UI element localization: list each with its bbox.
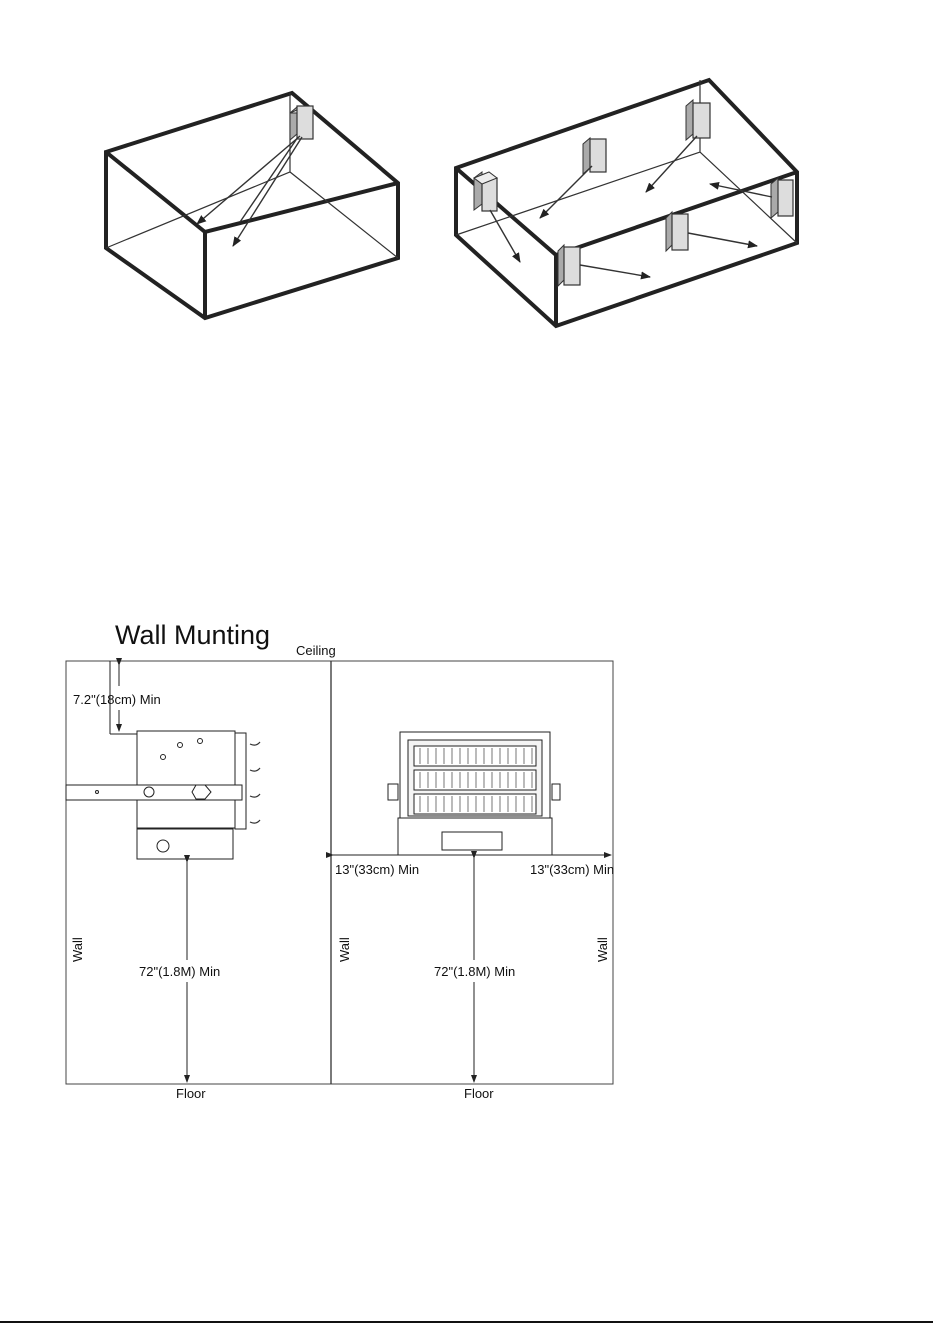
airflow-arrows [490, 136, 772, 277]
side-clearance-label-left: 13"(33cm) Min [335, 862, 419, 877]
room-outline-large [456, 80, 797, 326]
ceiling-clearance-dimension: 7.2"(18cm) Min [73, 665, 161, 731]
floor-clearance-label-right: 72"(1.8M) Min [434, 964, 515, 979]
room-inner-edges-large [456, 80, 797, 243]
ceiling-clearance-label: 7.2"(18cm) Min [73, 692, 161, 707]
side-clearance-label-right: 13"(33cm) Min [530, 862, 614, 877]
heater-unit [771, 178, 793, 218]
diagram-title: Wall Munting [115, 620, 270, 650]
wall-mounting-diagram: Wall Munting Ceiling 7.2"(18cm) Min [66, 620, 614, 1101]
heater-side-view [66, 661, 260, 859]
wall-label-left: Wall [70, 937, 85, 962]
wall-label-right: Wall [595, 937, 610, 962]
heater-unit [666, 212, 688, 251]
ceiling-label: Ceiling [296, 643, 336, 658]
floor-label-left: Floor [176, 1086, 206, 1101]
floor-clearance-dimension-left: 72"(1.8M) Min [139, 862, 220, 1082]
floor-clearance-dimension-right: 72"(1.8M) Min [434, 858, 515, 1082]
floor-clearance-label-left: 72"(1.8M) Min [139, 964, 220, 979]
heater-front-view [388, 732, 560, 855]
room-multiple-heaters [456, 80, 797, 326]
room-single-heater [106, 93, 398, 318]
heater-unit [290, 106, 313, 140]
heater-unit [583, 138, 606, 174]
heater-unit [474, 172, 497, 211]
heater-unit [558, 245, 580, 286]
room-inner-edges [106, 93, 398, 258]
floor-label-right: Floor [464, 1086, 494, 1101]
heater-unit [686, 100, 710, 140]
wall-label-middle: Wall [337, 937, 352, 962]
